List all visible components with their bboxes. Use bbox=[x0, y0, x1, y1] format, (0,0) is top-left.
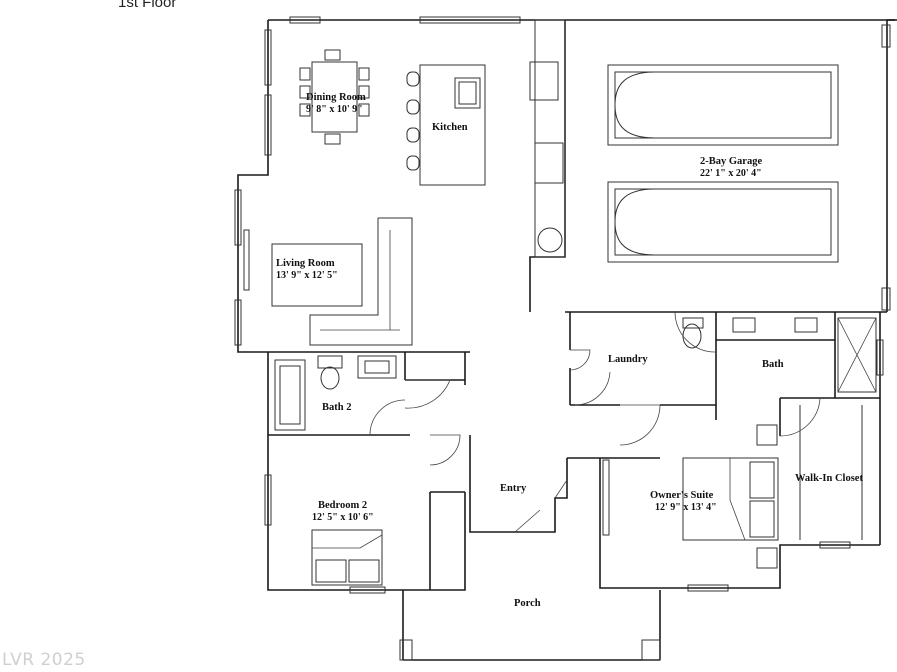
exterior-walls bbox=[237, 19, 897, 591]
dining-room-dim: 9' 8" x 10' 9" bbox=[306, 104, 363, 115]
dining-room-label: Dining Room bbox=[306, 92, 366, 103]
living-room-label: Living Room bbox=[276, 258, 335, 269]
owners-suite-label: Owner's Suite bbox=[650, 490, 714, 501]
entry-label: Entry bbox=[500, 483, 527, 494]
bedroom2-label: Bedroom 2 bbox=[318, 500, 367, 511]
kitchen-island bbox=[406, 19, 566, 258]
bath-label: Bath bbox=[762, 359, 784, 370]
walk-in-closet-label: Walk-In Closet bbox=[795, 473, 863, 484]
doors bbox=[369, 311, 821, 533]
owners-bed bbox=[682, 424, 779, 569]
owners-suite-dim: 12' 9" x 13' 4" bbox=[655, 502, 717, 513]
windows bbox=[234, 16, 884, 594]
owners-bath-fixtures bbox=[682, 317, 877, 393]
watermark: LVR 2025 bbox=[2, 650, 86, 670]
kitchen-label: Kitchen bbox=[432, 122, 468, 133]
floor-title: 1st Floor bbox=[118, 0, 177, 11]
garage-label: 2-Bay Garage bbox=[700, 156, 762, 167]
bedroom2-bed bbox=[311, 529, 383, 586]
laundry-label: Laundry bbox=[608, 354, 648, 365]
porch bbox=[399, 590, 661, 661]
room-labels: Dining Room 9' 8" x 10' 9" Kitchen 2-Bay… bbox=[276, 92, 863, 609]
bedroom2-dim: 12' 5" x 10' 6" bbox=[312, 512, 374, 523]
dining-table bbox=[299, 49, 370, 145]
garage-cars bbox=[607, 19, 895, 311]
bath2-label: Bath 2 bbox=[322, 402, 351, 413]
garage-dim: 22' 1" x 20' 4" bbox=[700, 168, 762, 179]
sectional-sofa bbox=[271, 217, 413, 346]
closet-shelves bbox=[799, 405, 863, 540]
bath2-fixtures bbox=[274, 355, 397, 431]
porch-label: Porch bbox=[514, 598, 541, 609]
living-room-dim: 13' 9" x 12' 5" bbox=[276, 270, 338, 281]
